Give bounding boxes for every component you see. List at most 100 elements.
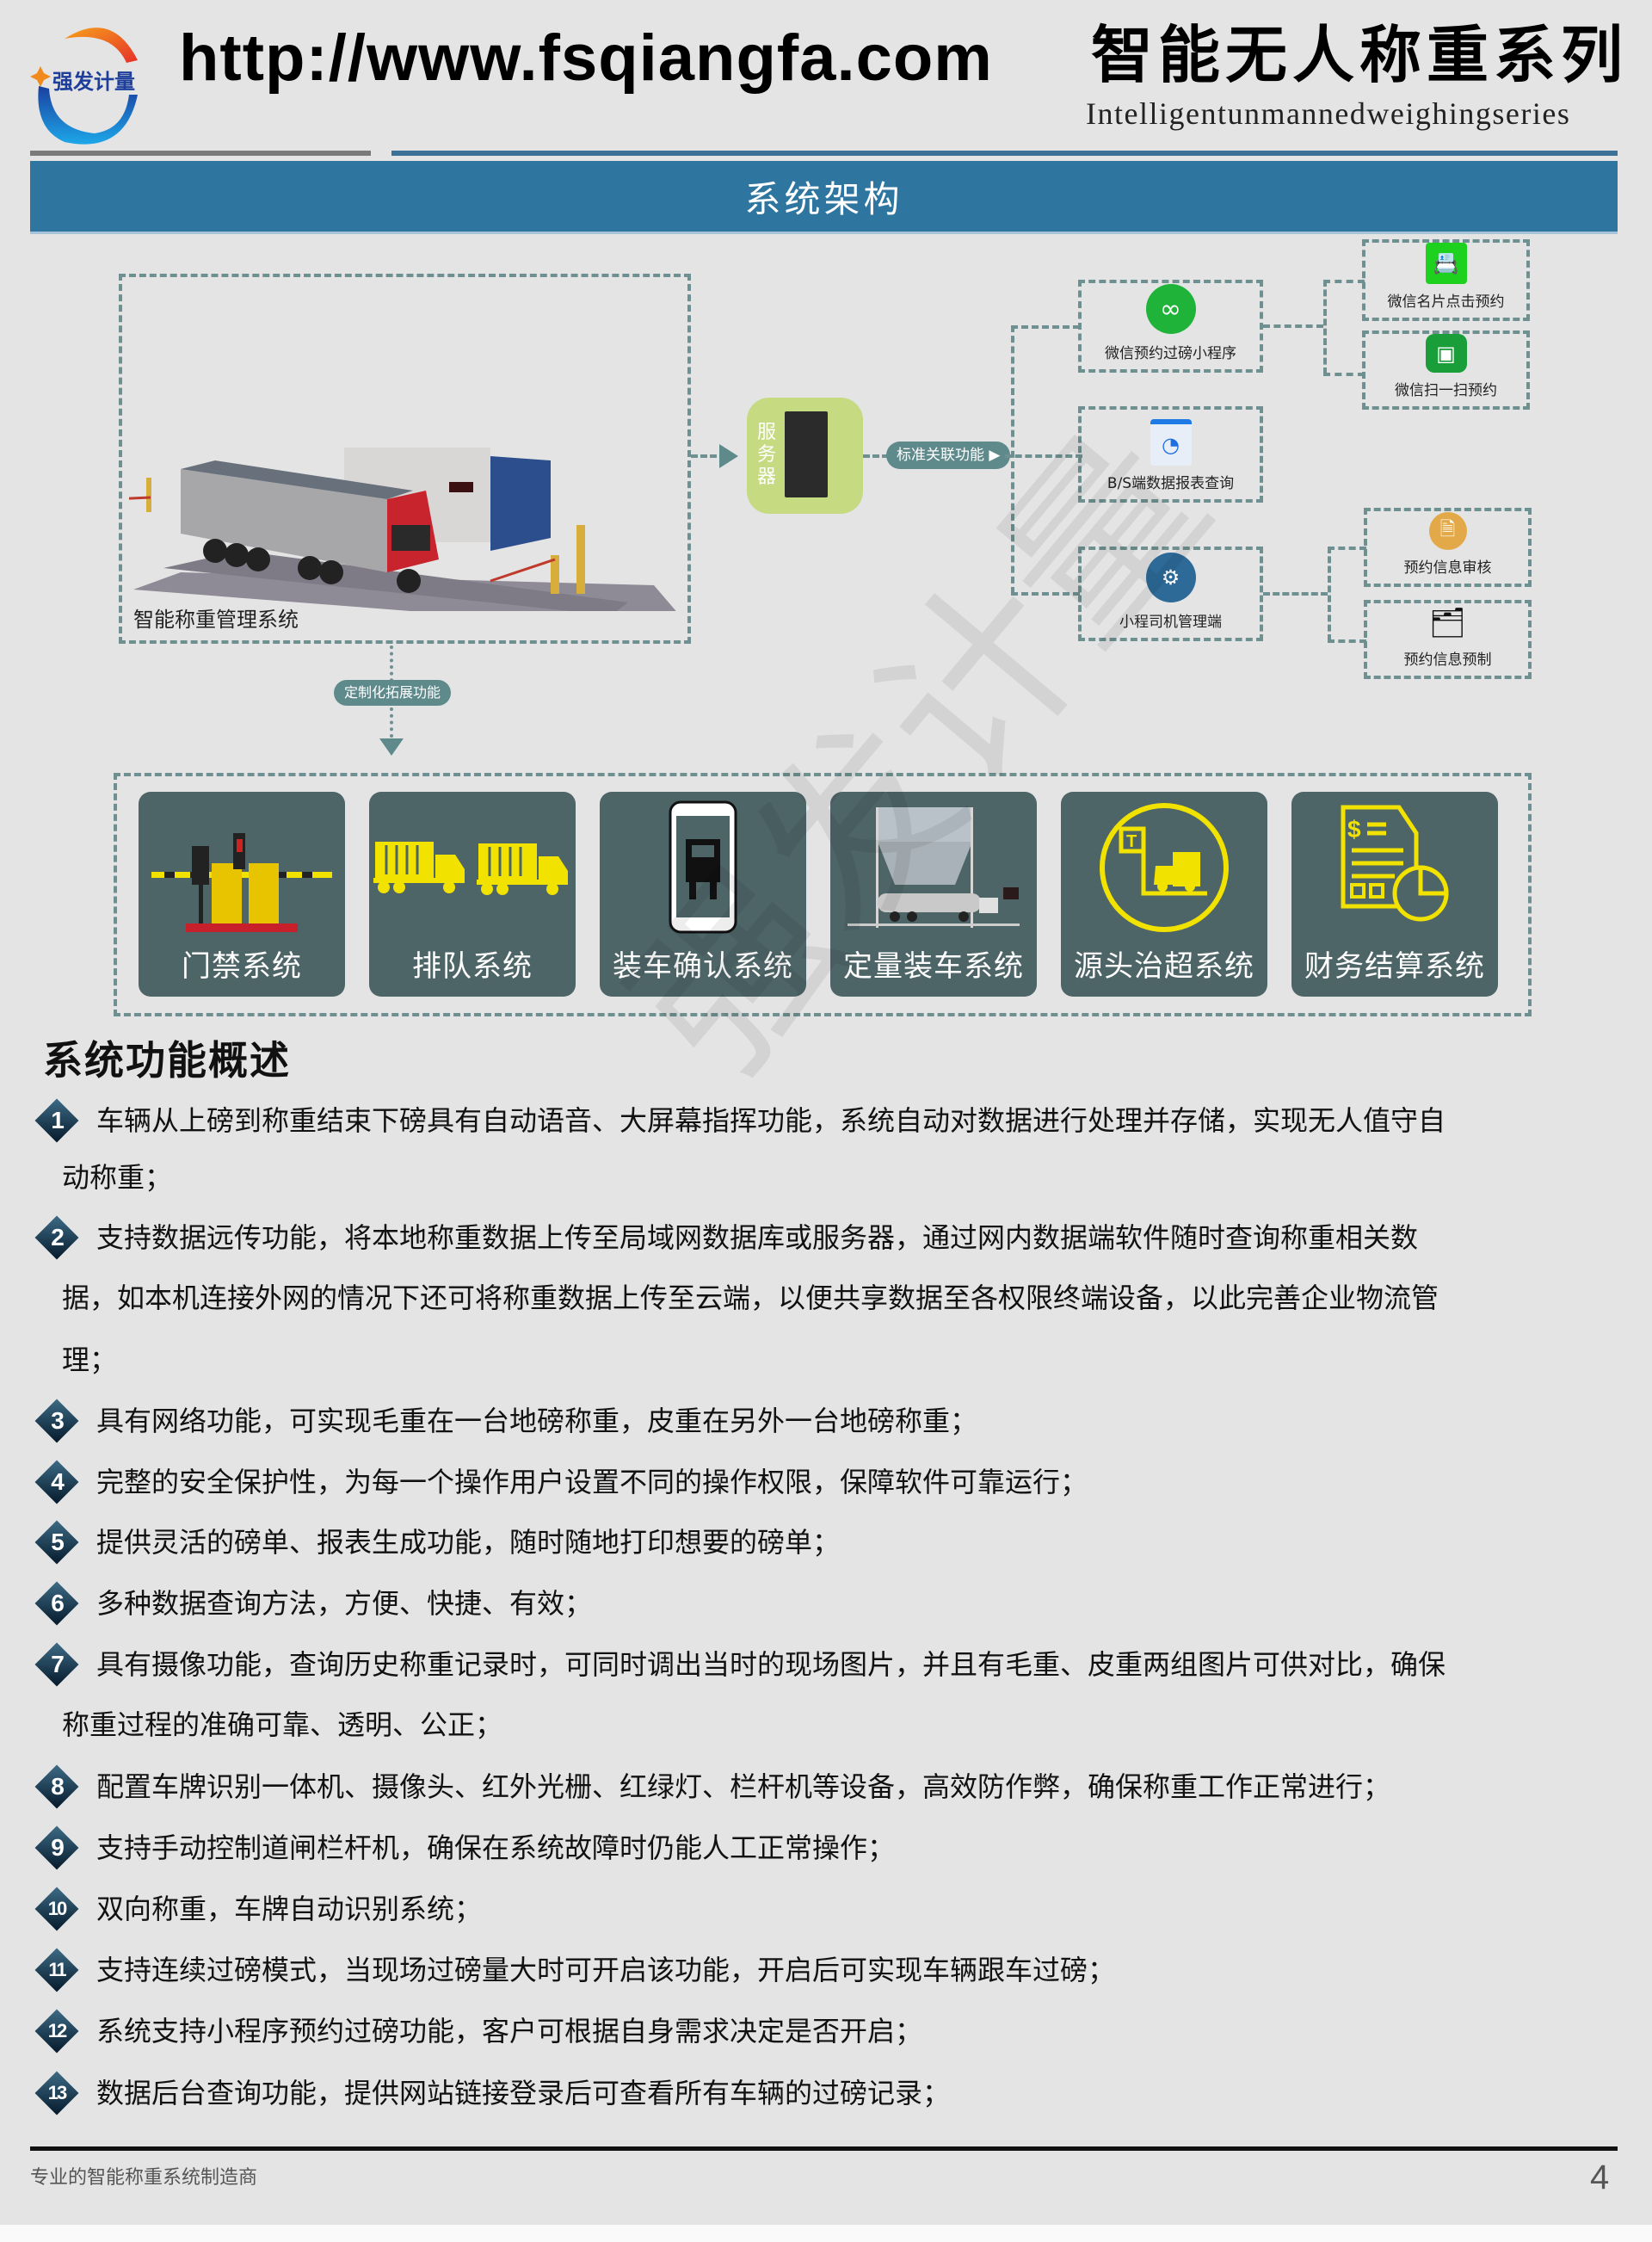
svg-text:T: T (1126, 832, 1137, 851)
feature-item-6: 6 多种数据查询方法，方便、快捷、有效； (34, 1581, 592, 1626)
connector-line (1263, 324, 1323, 328)
website-url[interactable]: http://www.fsqiangfa.com (179, 22, 993, 95)
feature-item-2-cont: 据，如本机连接外网的情况下还可将称重数据上传至云端，以便共享数据至各权限终端设备… (62, 1282, 1439, 1314)
node-bs-report: ◔ B/S端数据报表查询 (1078, 406, 1263, 503)
feature-item-7-cont: 称重过程的准确可靠、透明、公正； (62, 1708, 503, 1741)
server-label: 服务器 (757, 422, 777, 488)
chart-report-icon: ◔ (1150, 419, 1192, 466)
subsystem-label: 装车确认系统 (613, 949, 793, 984)
feature-item-2: 2 支持数据远传功能，将本地称重数据上传至局域网数据库或服务器，通过网内数据端软… (34, 1215, 1418, 1260)
subsystem-tile-quant-load[interactable]: 定量装车系统 (830, 792, 1037, 997)
connector-trunk (1011, 325, 1014, 594)
admin-window-gear-icon: ⚙ (1145, 553, 1196, 602)
server-rack-icon (785, 411, 828, 497)
feature-item-13: 13 数据后台查询功能，提供网站链接登录后可查看所有车辆的过磅记录； (34, 2071, 950, 2115)
number-badge-icon: 10 (34, 1887, 79, 1931)
main-system-label: 智能称重管理系统 (133, 608, 299, 632)
section-title: 系统架构 (744, 177, 903, 220)
feature-item-3: 3 具有网络功能，可实现毛重在一台地磅称重，皮重在另外一台地磅称重； (34, 1399, 977, 1443)
number-badge-icon: 9 (34, 1825, 79, 1870)
truck-queue-icon (369, 792, 576, 942)
subsystem-tile-load-confirm[interactable]: 装车确认系统 (600, 792, 806, 997)
connector-line (1005, 454, 1082, 458)
logo-text: 强发计量 (52, 70, 135, 94)
subsystem-tile-queue[interactable]: 排队系统 (369, 792, 576, 997)
feature-item-12: 12 系统支持小程序预约过磅功能，客户可根据自身需求决定是否开启； (34, 2009, 922, 2054)
connector-line (1263, 592, 1328, 596)
series-title: 智能无人称重系列 (1091, 19, 1629, 91)
overload-control-icon: T (1061, 792, 1267, 942)
miniprogram-icon: ∞ (1145, 284, 1196, 334)
node-wechat-miniprogram: ∞ 微信预约过磅小程序 (1078, 280, 1263, 373)
number-badge-icon: 3 (34, 1399, 79, 1443)
barrier-gate-icon (139, 792, 345, 942)
phone-truck-icon (600, 792, 806, 942)
header-rule-gray (30, 151, 371, 156)
feature-item-5: 5 提供灵活的磅单、报表生成功能，随时随地打印想要的磅单； (34, 1520, 840, 1565)
connector-branch (1328, 547, 1331, 641)
connector-line (1328, 547, 1366, 550)
custom-subsystems-box (114, 773, 1532, 1016)
number-badge-icon: 12 (34, 2009, 79, 2054)
number-badge-icon: 4 (34, 1460, 79, 1504)
feature-item-4: 4 完整的安全保护性，为每一个操作用户设置不同的操作权限，保障软件可靠运行； (34, 1460, 1088, 1504)
number-badge-icon: 2 (34, 1215, 79, 1260)
number-badge-icon: 11 (34, 1948, 79, 1992)
qr-scan-icon: ▣ (1425, 334, 1467, 373)
connector-line (1011, 325, 1080, 329)
node-driver-admin: ⚙ 小程司机管理端 (1078, 547, 1263, 641)
finance-report-icon: $ (1291, 792, 1498, 942)
header-rule-blue (391, 151, 1618, 156)
business-card-icon: 📇 (1425, 243, 1467, 284)
connector-line (1323, 373, 1365, 376)
footer-rule (30, 2146, 1618, 2151)
subsystem-label: 门禁系统 (182, 949, 302, 984)
number-badge-icon: 6 (34, 1581, 79, 1626)
arrow-right-icon (719, 444, 738, 468)
logo-ring-icon (30, 28, 138, 145)
standard-link-pill: 标准关联功能 ▶ (886, 442, 1011, 469)
number-badge-icon: 8 (34, 1764, 79, 1809)
page-edge (0, 2225, 1652, 2242)
svg-text:$: $ (1347, 816, 1361, 843)
subsystem-label: 定量装车系统 (843, 949, 1024, 984)
subsystem-tile-access[interactable]: 门禁系统 (139, 792, 345, 997)
weighbridge-illustration (129, 405, 680, 611)
number-badge-icon: 1 (34, 1098, 79, 1143)
feature-item-9: 9 支持手动控制道闸栏杆机，确保在系统故障时仍能人工正常操作； (34, 1825, 895, 1870)
standard-link-label: 标准关联功能 (897, 447, 984, 464)
feature-item-10: 10 双向称重，车牌自动识别系统； (34, 1887, 482, 1931)
node-booking-preset: 🗂 预约信息预制 (1364, 600, 1532, 679)
weighing-system-box (119, 274, 691, 644)
subsystem-label: 排队系统 (412, 949, 533, 984)
section-title-bar: 系统架构 (30, 161, 1618, 234)
page-number: 4 (1590, 2159, 1610, 2196)
connector-line (1323, 280, 1365, 283)
connector-line (863, 454, 889, 458)
arrow-down-icon (379, 738, 404, 756)
custom-ext-pill: 定制化拓展功能 (334, 680, 452, 706)
connector-line (1011, 592, 1080, 596)
feature-item-7: 7 具有摄像功能，查询历史称重记录时，可同时调出当时的现场图片，并且有毛重、皮重… (34, 1642, 1446, 1687)
play-icon: ▶ (989, 447, 1001, 464)
connector-branch (1323, 280, 1327, 374)
subsystem-tile-overload[interactable]: T 源头治超系统 (1061, 792, 1267, 997)
feature-item-8: 8 配置车牌识别一体机、摄像头、红外光栅、红绿灯、栏杆机等设备，高效防作弊，确保… (34, 1764, 1390, 1809)
series-subtitle: Intelligentunmannedweighingseries (1086, 96, 1571, 131)
features-heading: 系统功能概述 (43, 1037, 291, 1084)
company-logo: 强发计量 (30, 13, 159, 151)
feature-item-11: 11 支持连续过磅模式，当现场过磅量大时可开启该功能，开启后可实现车辆跟车过磅； (34, 1948, 1115, 1992)
dotted-connector (390, 707, 393, 738)
feature-item-1: 1 车辆从上磅到称重结束下磅具有自动语音、大屏幕指挥功能，系统自动对数据进行处理… (34, 1098, 1618, 1143)
node-wechat-scan: ▣ 微信扫一扫预约 (1362, 330, 1530, 410)
node-booking-review: 🗎 预约信息审核 (1364, 508, 1532, 587)
number-badge-icon: 13 (34, 2071, 79, 2115)
feature-item-2-cont: 理； (62, 1343, 118, 1376)
footer-tagline: 专业的智能称重系统制造商 (30, 2167, 258, 2189)
number-badge-icon: 5 (34, 1520, 79, 1565)
dotted-connector (390, 645, 393, 689)
node-wechat-card: 📇 微信名片点击预约 (1362, 239, 1530, 321)
subsystem-tile-finance[interactable]: $ 财务结算系统 (1291, 792, 1498, 997)
review-document-icon: 🗎 (1428, 512, 1467, 550)
number-badge-icon: 7 (34, 1642, 79, 1687)
